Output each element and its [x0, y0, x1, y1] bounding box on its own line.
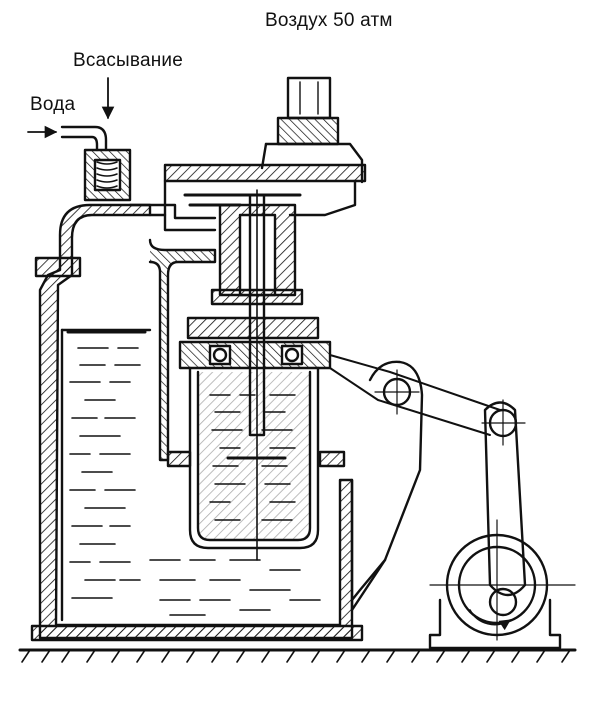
stem-housing: [210, 189, 304, 561]
crank-base: [428, 519, 576, 650]
crank-linkage: [329, 354, 527, 617]
water-inlet-pipe: [27, 125, 108, 152]
water-inlet-label: Вода: [30, 94, 76, 115]
water-tank: [30, 203, 364, 642]
air-inlet-label: Воздух 50 атм: [265, 10, 393, 31]
ground: [18, 648, 577, 663]
support-bracket: [318, 450, 387, 612]
cylinder: [178, 316, 332, 550]
suction-label: Всасывание: [73, 50, 184, 71]
air-inlet-pipe: [260, 76, 364, 184]
water-surface: [66, 330, 321, 616]
suction-valve: [83, 148, 132, 202]
